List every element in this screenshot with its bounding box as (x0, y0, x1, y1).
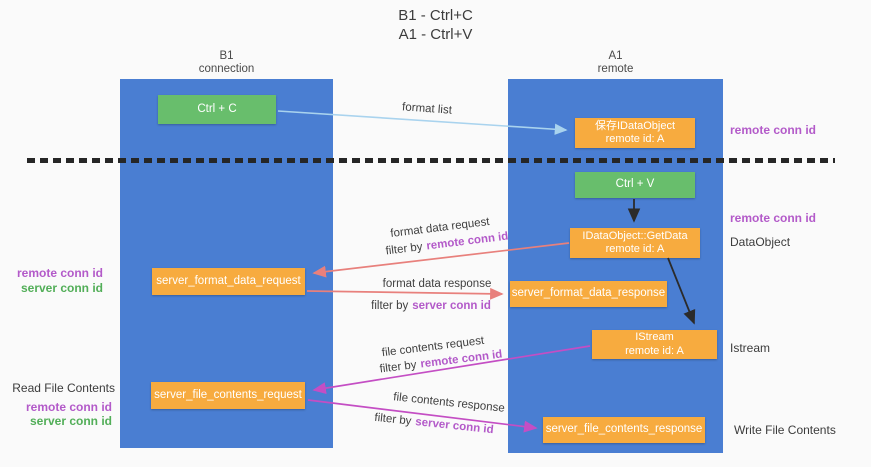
lane-header-a1: A1 remote (508, 50, 723, 76)
filter-by-text: filter by (378, 359, 418, 376)
node-ctrl-v: Ctrl + V (575, 172, 695, 198)
node-server-format-data-request: server_format_data_request (152, 268, 305, 295)
node-save-dataobject: 保存IDataObject remote id: A (575, 118, 695, 148)
ctrl-c-label: Ctrl + C (197, 102, 237, 115)
save-dataobject-line1: 保存IDataObject (594, 119, 676, 132)
diagram-title: B1 - Ctrl+C A1 - Ctrl+V (0, 6, 871, 44)
right-remote-conn-id-label-mid: remote conn id (730, 211, 817, 225)
format-data-response-label: format data response (382, 278, 492, 290)
server-conn-id-value: server conn id (414, 416, 495, 437)
ctrl-v-label: Ctrl + V (615, 178, 655, 191)
getdata-line2: remote id: A (605, 243, 665, 255)
lane-b1-subtitle: connection (198, 63, 255, 75)
istream-line1: IStream (635, 331, 674, 343)
save-dataobject-line2: remote id: A (605, 133, 665, 145)
server-file-contents-request-label: server_file_contents_request (154, 388, 302, 401)
write-file-contents-label: Write File Contents (734, 423, 836, 437)
server-format-data-response-label: server_format_data_response (511, 287, 666, 300)
left-server-conn-id-label: server conn id (20, 281, 103, 295)
lane-b1-title: B1 (219, 50, 234, 62)
lane-header-b1: B1 connection (120, 50, 333, 76)
file-contents-response-label: file contents response (392, 391, 506, 415)
filter-by-text: filter by (384, 241, 424, 258)
istream-side-label: Istream (730, 341, 771, 355)
format-list-label: format list (401, 101, 453, 117)
read-file-contents-label: Read File Contents (12, 381, 115, 395)
format-data-response-arrow (306, 287, 504, 300)
server-file-contents-response-label: server_file_contents_response (545, 423, 703, 436)
node-server-format-data-response: server_format_data_response (510, 281, 667, 307)
right-remote-conn-id-label-top: remote conn id (730, 123, 817, 137)
left-remote-conn-id-label-2: remote conn id (25, 400, 112, 414)
dataobject-label: DataObject (730, 235, 791, 249)
node-idataobject-getdata: IDataObject::GetData remote id: A (570, 228, 700, 258)
istream-line2: remote id: A (625, 344, 684, 357)
getdata-line1: IDataObject::GetData (582, 229, 688, 242)
node-istream: IStream remote id: A (592, 330, 717, 359)
node-server-file-contents-request: server_file_contents_request (151, 382, 305, 409)
dashed-separator (27, 158, 835, 163)
filter-by-text: filter by (371, 300, 409, 312)
node-ctrl-c: Ctrl + C (158, 95, 276, 124)
node-server-file-contents-response: server_file_contents_response (543, 417, 705, 443)
server-format-data-request-label: server_format_data_request (156, 274, 301, 287)
title-line-1: B1 - Ctrl+C (398, 7, 473, 24)
left-server-conn-id-label-2: server conn id (29, 414, 112, 428)
lane-a1-title: A1 (608, 50, 623, 62)
lane-a1-subtitle: remote (597, 63, 634, 75)
server-conn-id-value: server conn id (412, 300, 491, 312)
title-line-2: A1 - Ctrl+V (398, 26, 473, 43)
left-remote-conn-id-label: remote conn id (16, 266, 103, 280)
filter-by-text: filter by (373, 411, 412, 428)
